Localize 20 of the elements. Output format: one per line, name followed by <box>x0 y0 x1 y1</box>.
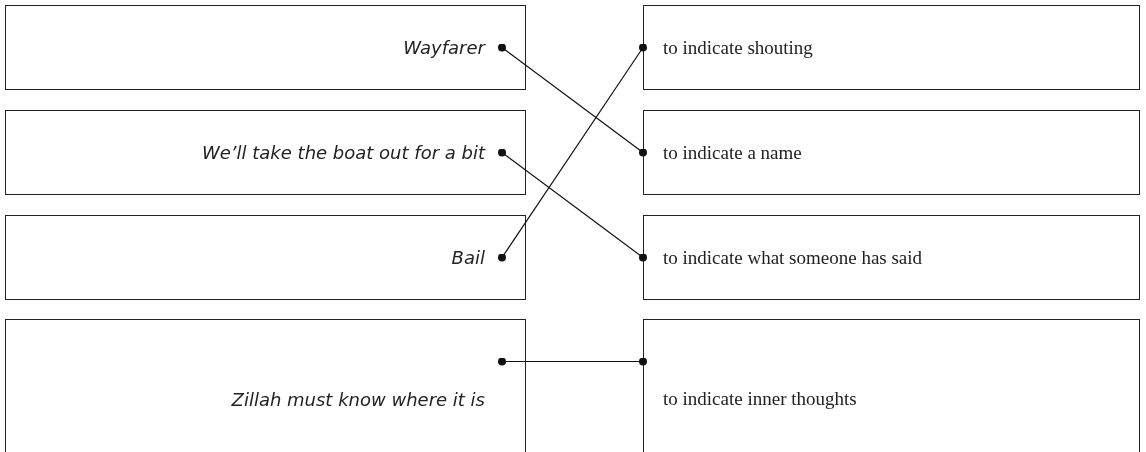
text-box <box>643 215 1140 300</box>
text-box <box>643 110 1140 195</box>
text-box <box>643 5 1140 90</box>
text-box <box>5 110 526 195</box>
text-box <box>5 215 526 300</box>
connector-line <box>498 357 647 366</box>
purpose-text: to indicate what someone has said <box>663 246 923 269</box>
text-box <box>5 319 526 452</box>
connector-line <box>498 43 647 157</box>
quote-text: Bail <box>451 247 485 268</box>
purpose-text: to indicate shouting <box>663 36 813 59</box>
quote-text: Wayfarer <box>403 37 485 58</box>
purpose-text: to indicate a name <box>663 141 802 164</box>
connector-line <box>498 148 647 262</box>
connector-line <box>498 43 647 262</box>
quote-text: Zillah must know where it is <box>231 388 485 410</box>
text-box <box>643 319 1140 452</box>
text-box <box>5 5 526 90</box>
quote-text: We’ll take the boat out for a bit <box>201 142 485 163</box>
purpose-text: to indicate inner thoughts <box>663 388 857 410</box>
